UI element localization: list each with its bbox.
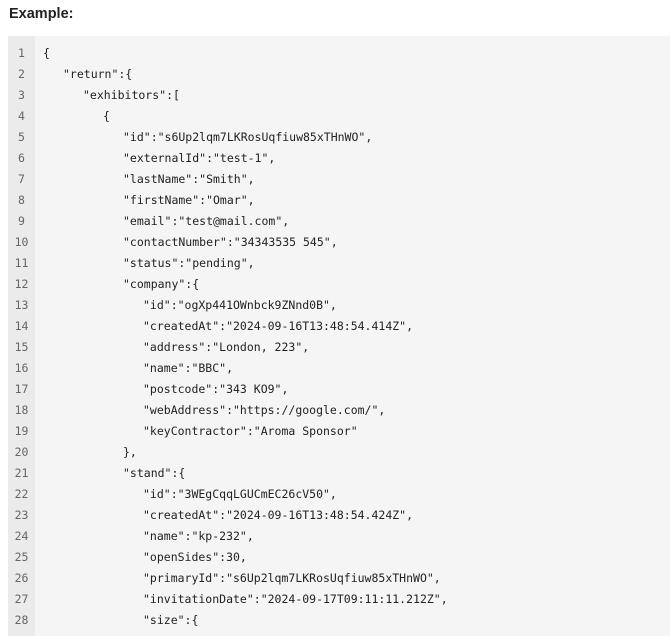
code-text: "name":"BBC", bbox=[143, 361, 234, 375]
code-line: 23 "createdAt":"2024-09-16T13:48:54.424Z"… bbox=[8, 505, 670, 526]
code-line: 21 "stand":{ bbox=[8, 463, 670, 484]
code-line: 10 "contactNumber":"34343535 545", bbox=[8, 232, 670, 253]
code-text: "externalId":"test-1", bbox=[123, 151, 276, 165]
line-number: 16 bbox=[14, 361, 29, 375]
code-line: 4{ bbox=[8, 106, 670, 127]
line-number: 12 bbox=[14, 277, 29, 291]
code-text: "openSides":30, bbox=[143, 550, 247, 564]
code-line: 5 "id":"s6Up2lqm7LKRosUqfiuw85xTHnWO", bbox=[8, 127, 670, 148]
line-number: 13 bbox=[14, 298, 29, 312]
code-text: "name":"kp-232", bbox=[143, 529, 254, 543]
code-text: "webAddress":"https://google.com/", bbox=[143, 403, 386, 417]
code-line: 19 "keyContractor":"Aroma Sponsor" bbox=[8, 421, 670, 442]
code-text: "id":"ogXp441OWnbck9ZNnd0B", bbox=[143, 298, 337, 312]
code-line: 3 "exhibitors":[ bbox=[8, 85, 670, 106]
code-line: 1{ bbox=[8, 43, 670, 64]
code-text: "return":{ bbox=[63, 67, 133, 81]
line-number: 19 bbox=[14, 424, 29, 438]
line-number: 26 bbox=[14, 571, 29, 585]
code-line: 9 "email":"test@mail.com", bbox=[8, 211, 670, 232]
line-number: 23 bbox=[14, 508, 29, 522]
code-line: 24 "name":"kp-232", bbox=[8, 526, 670, 547]
code-text: { bbox=[103, 109, 110, 123]
code-text: "primaryId":"s6Up2lqm7LKRosUqfiuw85xTHnW… bbox=[143, 571, 441, 585]
code-line: 14 "createdAt":"2024-09-16T13:48:54.414Z"… bbox=[8, 316, 670, 337]
line-number-gutter bbox=[8, 36, 35, 636]
line-number: 14 bbox=[14, 319, 29, 333]
code-line: 7 "lastName":"Smith", bbox=[8, 169, 670, 190]
code-text: "id":"s6Up2lqm7LKRosUqfiuw85xTHnWO", bbox=[123, 130, 373, 144]
code-text: "lastName":"Smith", bbox=[123, 172, 255, 186]
code-text: "postcode":"343 KO9", bbox=[143, 382, 289, 396]
code-text: "size":{ bbox=[143, 613, 199, 627]
line-number: 11 bbox=[14, 256, 29, 270]
code-line: 25 "openSides":30, bbox=[8, 547, 670, 568]
code-text: "stand":{ bbox=[123, 466, 186, 480]
line-number: 18 bbox=[14, 403, 29, 417]
line-number: 22 bbox=[14, 487, 29, 501]
code-line: 22 "id":"3WEgCqqLGUCmEC26cV50", bbox=[8, 484, 670, 505]
line-number: 27 bbox=[14, 592, 29, 606]
code-line: 6 "externalId":"test-1", bbox=[8, 148, 670, 169]
line-number: 9 bbox=[18, 214, 25, 228]
code-line: 11 "status":"pending", bbox=[8, 253, 670, 274]
code-line: 28 "size":{ bbox=[8, 610, 670, 631]
code-line: 20}, bbox=[8, 442, 670, 463]
code-text: "exhibitors":[ bbox=[83, 88, 180, 102]
code-line: 26 "primaryId":"s6Up2lqm7LKRosUqfiuw85xTH… bbox=[8, 568, 670, 589]
code-line: 15 "address":"London, 223", bbox=[8, 337, 670, 358]
code-text: "status":"pending", bbox=[123, 256, 255, 270]
example-heading: Example: bbox=[9, 6, 74, 22]
line-number: 2 bbox=[18, 67, 25, 81]
code-text: "company":{ bbox=[123, 277, 200, 291]
code-text: "address":"London, 223", bbox=[143, 340, 310, 354]
line-number: 7 bbox=[18, 172, 25, 186]
code-text: "invitationDate":"2024-09-17T09:11:11.21… bbox=[143, 592, 448, 606]
line-number: 4 bbox=[18, 109, 25, 123]
line-number: 3 bbox=[18, 88, 25, 102]
code-text: }, bbox=[123, 445, 137, 459]
line-number: 15 bbox=[14, 340, 29, 354]
code-text: "contactNumber":"34343535 545", bbox=[123, 235, 338, 249]
line-number: 20 bbox=[14, 445, 29, 459]
code-line: 17 "postcode":"343 KO9", bbox=[8, 379, 670, 400]
code-line: 8 "firstName":"Omar", bbox=[8, 190, 670, 211]
line-number: 21 bbox=[14, 466, 29, 480]
line-number: 25 bbox=[14, 550, 29, 564]
line-number: 8 bbox=[18, 193, 25, 207]
line-number: 1 bbox=[18, 46, 25, 60]
code-text: "email":"test@mail.com", bbox=[123, 214, 290, 228]
code-text: { bbox=[43, 46, 50, 60]
code-text: "createdAt":"2024-09-16T13:48:54.424Z", bbox=[143, 508, 414, 522]
code-line: 13 "id":"ogXp441OWnbck9ZNnd0B", bbox=[8, 295, 670, 316]
code-line: 2 "return":{ bbox=[8, 64, 670, 85]
code-block: 1{2"return":{3"exhibitors":[4{5"id":"s6U… bbox=[8, 36, 670, 636]
line-number: 5 bbox=[18, 130, 25, 144]
code-text: "keyContractor":"Aroma Sponsor" bbox=[143, 424, 358, 438]
code-text: "createdAt":"2024-09-16T13:48:54.414Z", bbox=[143, 319, 414, 333]
code-line: 27 "invitationDate":"2024-09-17T09:11:11.… bbox=[8, 589, 670, 610]
line-number: 28 bbox=[14, 613, 29, 627]
code-text: "id":"3WEgCqqLGUCmEC26cV50", bbox=[143, 487, 337, 501]
line-number: 17 bbox=[14, 382, 29, 396]
code-line: 16 "name":"BBC", bbox=[8, 358, 670, 379]
line-number: 6 bbox=[18, 151, 25, 165]
code-line: 12 "company":{ bbox=[8, 274, 670, 295]
line-number: 24 bbox=[14, 529, 29, 543]
code-lines: 1{2"return":{3"exhibitors":[4{5"id":"s6U… bbox=[8, 43, 670, 631]
code-text: "firstName":"Omar", bbox=[123, 193, 255, 207]
code-line: 18 "webAddress":"https://google.com/", bbox=[8, 400, 670, 421]
line-number: 10 bbox=[14, 235, 29, 249]
